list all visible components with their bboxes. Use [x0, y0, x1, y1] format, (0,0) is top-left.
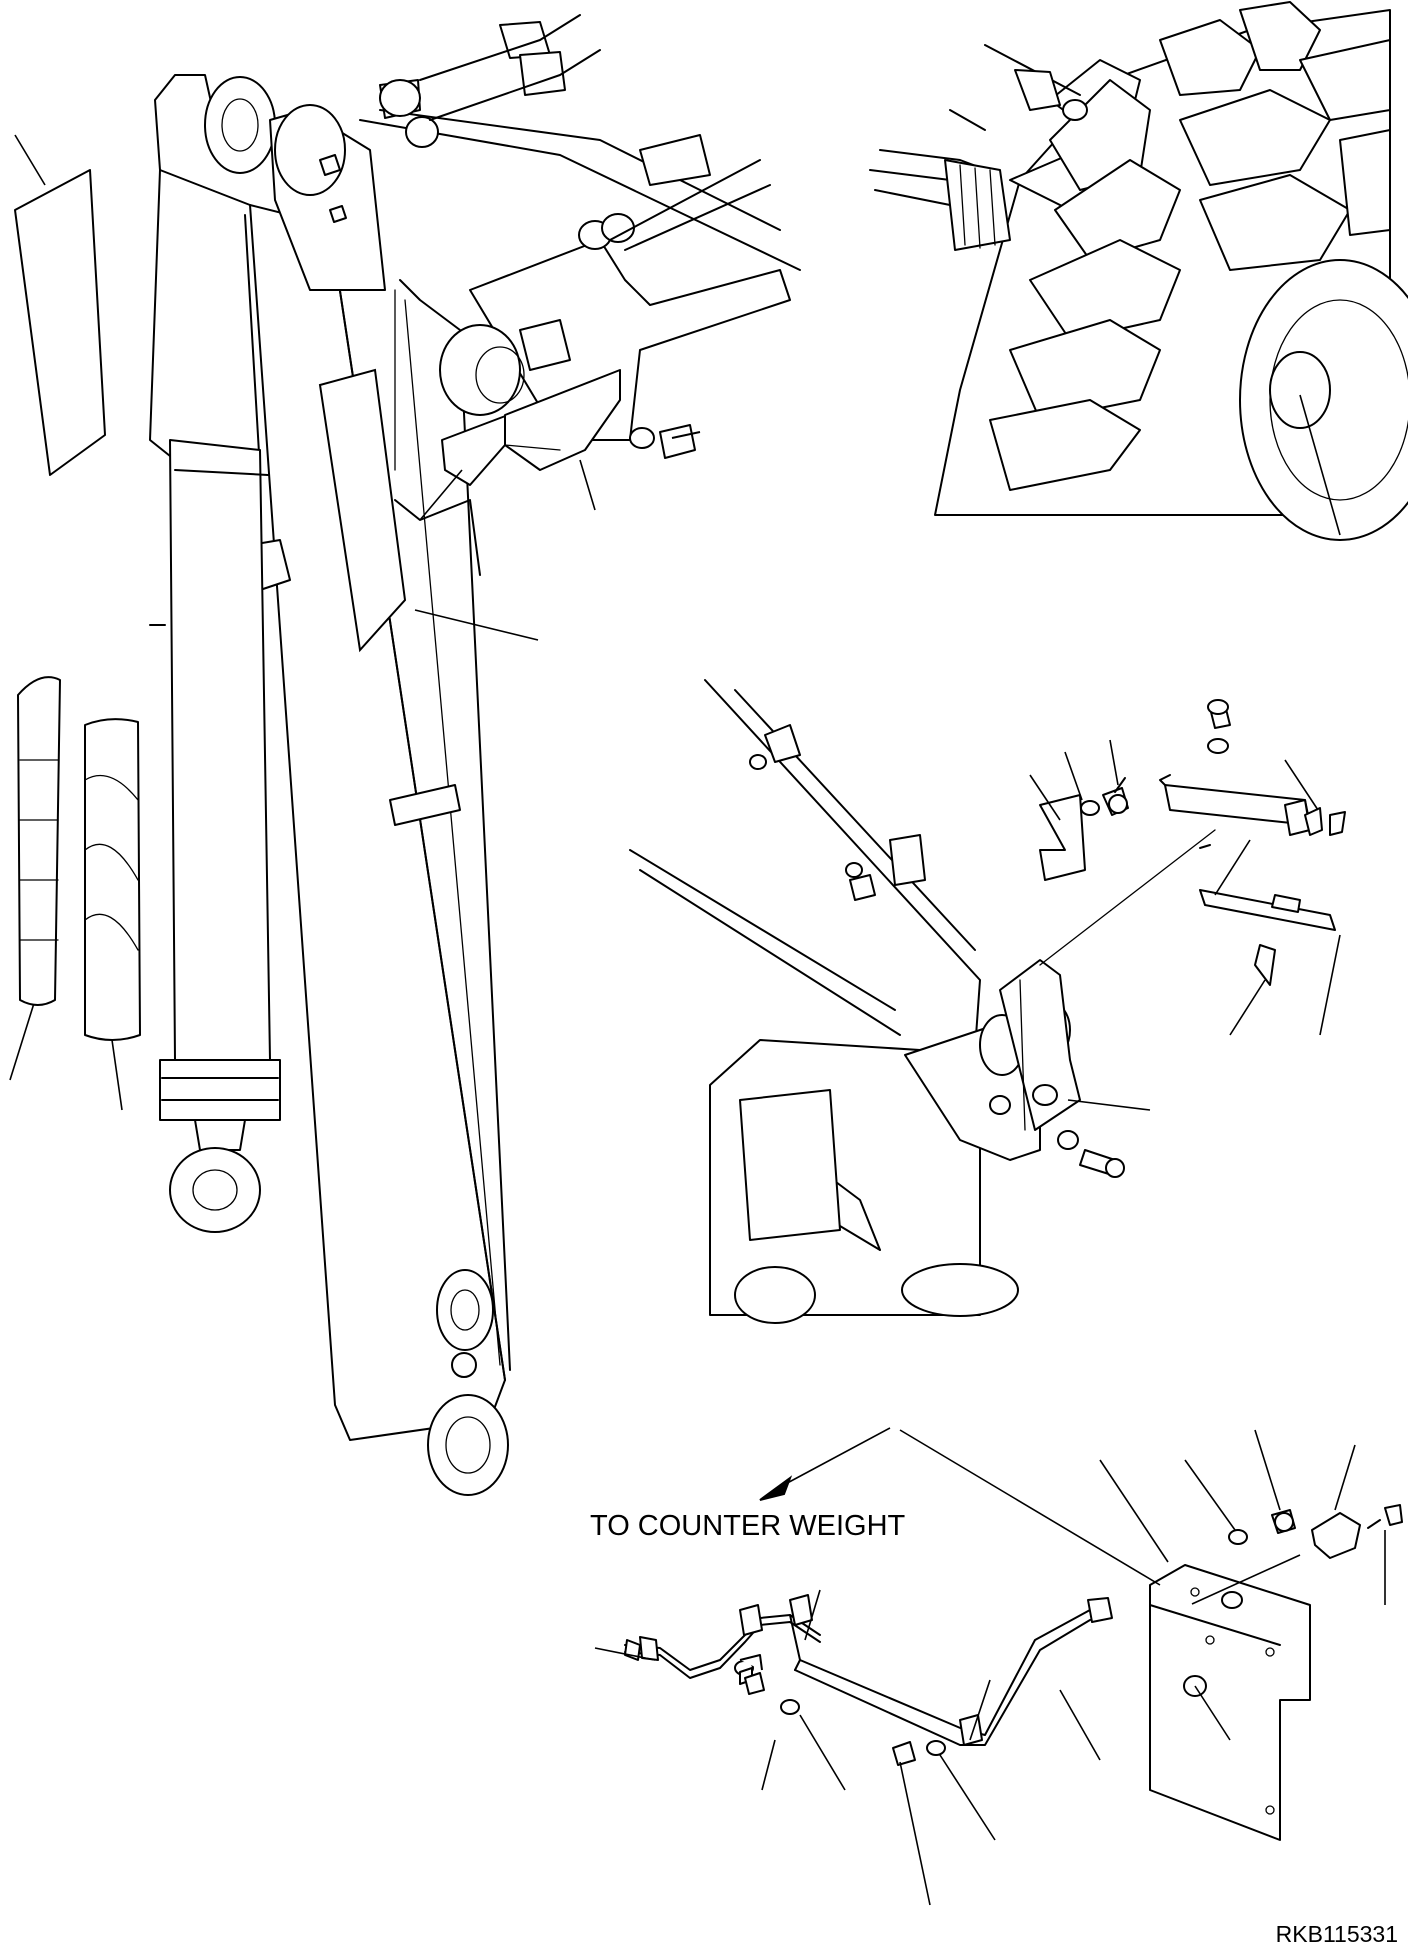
harness-leader-lines [594, 1429, 1386, 1906]
counterweight-arrow [759, 1427, 891, 1501]
harness-hardware [1228, 1504, 1403, 1559]
counterweight-callout: TO COUNTER WEIGHT [590, 1510, 906, 1542]
bracket-hardware [1039, 699, 1346, 1178]
bracket-leader-lines [1029, 739, 1341, 1111]
boom-bracket-group [441, 369, 701, 486]
boom-decal [318, 368, 407, 653]
mounting-plate [1149, 1564, 1311, 1841]
arm-assembly [359, 14, 801, 576]
track-detail [869, 1, 1408, 541]
boom-cylinder [149, 439, 281, 1233]
loose-decal-rolled-1 [17, 676, 61, 1006]
wire-harness [624, 1594, 1113, 1766]
track-leader-lines [1299, 394, 1341, 536]
boom-leader-lines [9, 134, 596, 1111]
loose-decal-rolled-2 [84, 718, 141, 1041]
boom-assembly [149, 74, 511, 1496]
loose-decal-strip [14, 169, 106, 476]
bracket-detail [629, 679, 1081, 1324]
drawing-code: RKB115331 [1276, 1921, 1398, 1947]
